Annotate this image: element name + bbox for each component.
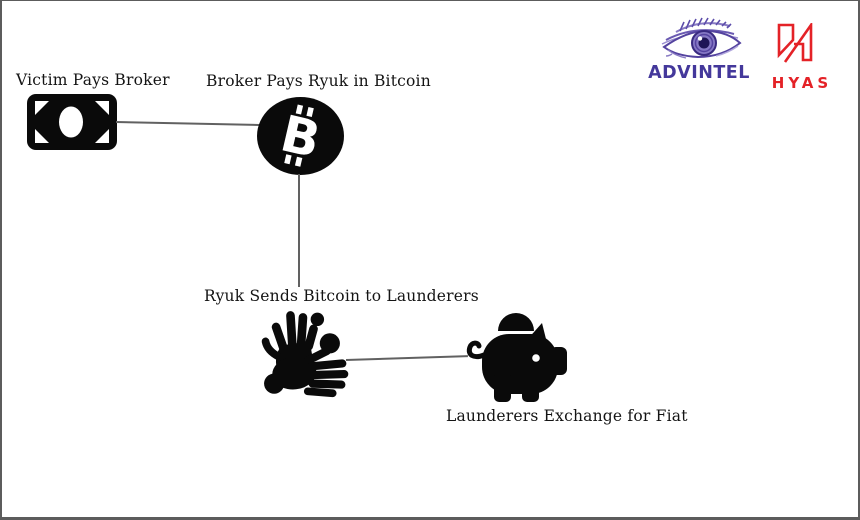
connector-victim-broker	[115, 121, 259, 126]
hands-wash-icon	[254, 303, 350, 399]
node-label-broker: Broker Pays Ryuk in Bitcoin	[206, 72, 431, 90]
node-label-victim: Victim Pays Broker	[16, 71, 170, 89]
advintel-logo-text: ADVINTEL	[648, 63, 750, 83]
eye-icon	[656, 16, 746, 64]
hyas-logo-text: HYAS	[771, 74, 833, 92]
money-bill-icon	[26, 93, 118, 151]
connector-launderers-exchange	[345, 355, 468, 361]
hyas-mark-icon	[776, 23, 816, 67]
connector-broker-launderers	[298, 174, 300, 287]
piggy-bank-icon	[464, 311, 569, 406]
bitcoin-icon: B	[257, 97, 344, 175]
node-label-exchange: Launderers Exchange for Fiat	[446, 407, 688, 425]
node-label-launderers: Ryuk Sends Bitcoin to Launderers	[204, 287, 479, 305]
